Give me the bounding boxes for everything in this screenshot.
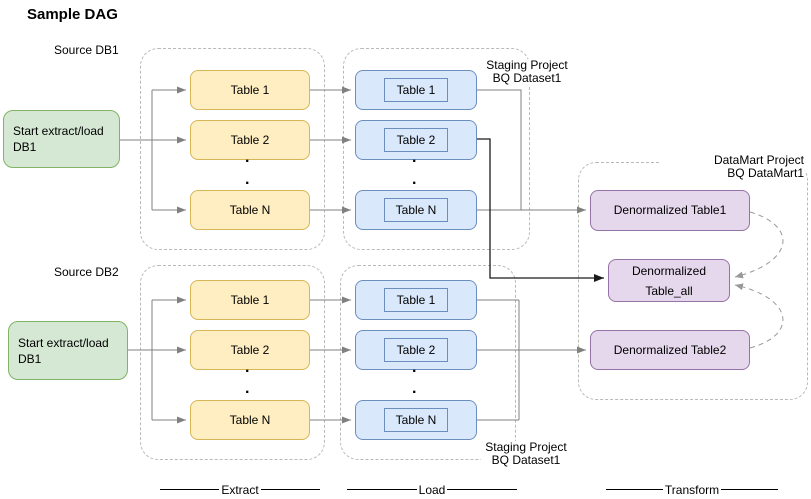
extract1-table-n: Table N [190, 190, 310, 230]
load1-ellipsis-dot: . [412, 149, 417, 166]
datamart-dependency-arcs [734, 211, 784, 349]
stage-rule-left [606, 489, 663, 490]
load2-ellipsis-dot: . [412, 380, 417, 397]
load2-table-1: Table 1 [355, 280, 477, 320]
stage-rule-left [160, 489, 220, 490]
staging-project-line2: BQ Dataset1 [492, 71, 562, 85]
stage-extract: Extract [160, 482, 320, 497]
source-db1-label: Source DB1 [54, 43, 119, 57]
load1-table-2: Table 2 [355, 120, 477, 160]
load2-table-n: Table N [355, 400, 477, 440]
stage-rule-right [260, 489, 320, 490]
extract1-ellipsis-dot: . [245, 149, 250, 166]
staging-project-label-1: Staging Project BQ Dataset1 [483, 59, 571, 85]
p1-start-fanout [120, 86, 186, 214]
start-node-db2: Start extract/load DB1 [8, 321, 128, 380]
load-group-2 [340, 265, 516, 460]
load2-table-1-inner: Table 1 [384, 288, 448, 312]
extract1-table-1: Table 1 [190, 70, 310, 110]
load2-ellipsis-dot: . [412, 359, 417, 376]
stage-extract-label: Extract [221, 482, 259, 497]
stage-transform-label: Transform [664, 482, 720, 497]
extract-group-1 [140, 48, 325, 250]
stage-transform: Transform [606, 482, 779, 497]
source-db2-label: Source DB2 [54, 265, 119, 279]
datamart-project-label: DataMart Project BQ DataMart1 [660, 154, 805, 180]
start-node-db1: Start extract/load DB1 [3, 110, 120, 168]
p2-load-to-denorm2 [477, 299, 586, 421]
extract2-table-1: Table 1 [190, 280, 310, 320]
load2-table-2-inner: Table 2 [384, 338, 448, 362]
extract1-table-2: Table 2 [190, 120, 310, 160]
diagram-title: Sample DAG [27, 6, 118, 23]
load1-table-n: Table N [355, 190, 477, 230]
extract2-ellipsis-dot: . [245, 380, 250, 397]
datamart-label-line1: DataMart Project [713, 153, 804, 167]
p2-start-fanout [128, 296, 186, 424]
stage-load: Load [347, 482, 518, 497]
load1-table-2-inner: Table 2 [384, 128, 448, 152]
extract-group-2 [140, 265, 325, 460]
load-group-1 [343, 48, 530, 250]
denormalized-table1-node: Denormalized Table1 [590, 190, 750, 231]
stage-rule-right [721, 489, 779, 490]
staging-project-line2: BQ Dataset1 [491, 453, 561, 467]
p1-load-to-denorm1 [477, 89, 586, 214]
extract2-ellipsis-dot: . [245, 359, 250, 376]
load1-ellipsis-dot: . [412, 171, 417, 188]
denormalized-table-all-node: Denormalized Table_all [608, 259, 730, 302]
load2-table-n-inner: Table N [384, 408, 448, 432]
load1-table-1: Table 1 [355, 70, 477, 110]
load2-table-2: Table 2 [355, 330, 477, 370]
load1-table-1-inner: Table 1 [384, 78, 448, 102]
denormalized-table2-node: Denormalized Table2 [590, 330, 750, 370]
p2-extract-to-load [310, 296, 351, 424]
staging-project-label-2: Staging Project BQ Dataset1 [481, 441, 571, 467]
extract1-ellipsis-dot: . [245, 171, 250, 188]
p1-extract-to-load [310, 86, 351, 214]
datamart-label-line2: BQ DataMart1 [727, 166, 804, 180]
staging-project-line1: Staging Project [486, 58, 568, 72]
stage-load-label: Load [418, 482, 446, 497]
stage-rule-right [447, 489, 518, 490]
stage-rule-left [347, 489, 417, 490]
staging-project-line1: Staging Project [485, 440, 567, 454]
load1-table-n-inner: Table N [384, 198, 448, 222]
extract2-table-2: Table 2 [190, 330, 310, 370]
extract2-table-n: Table N [190, 400, 310, 440]
p1-table2-to-denorm-all [477, 138, 604, 282]
